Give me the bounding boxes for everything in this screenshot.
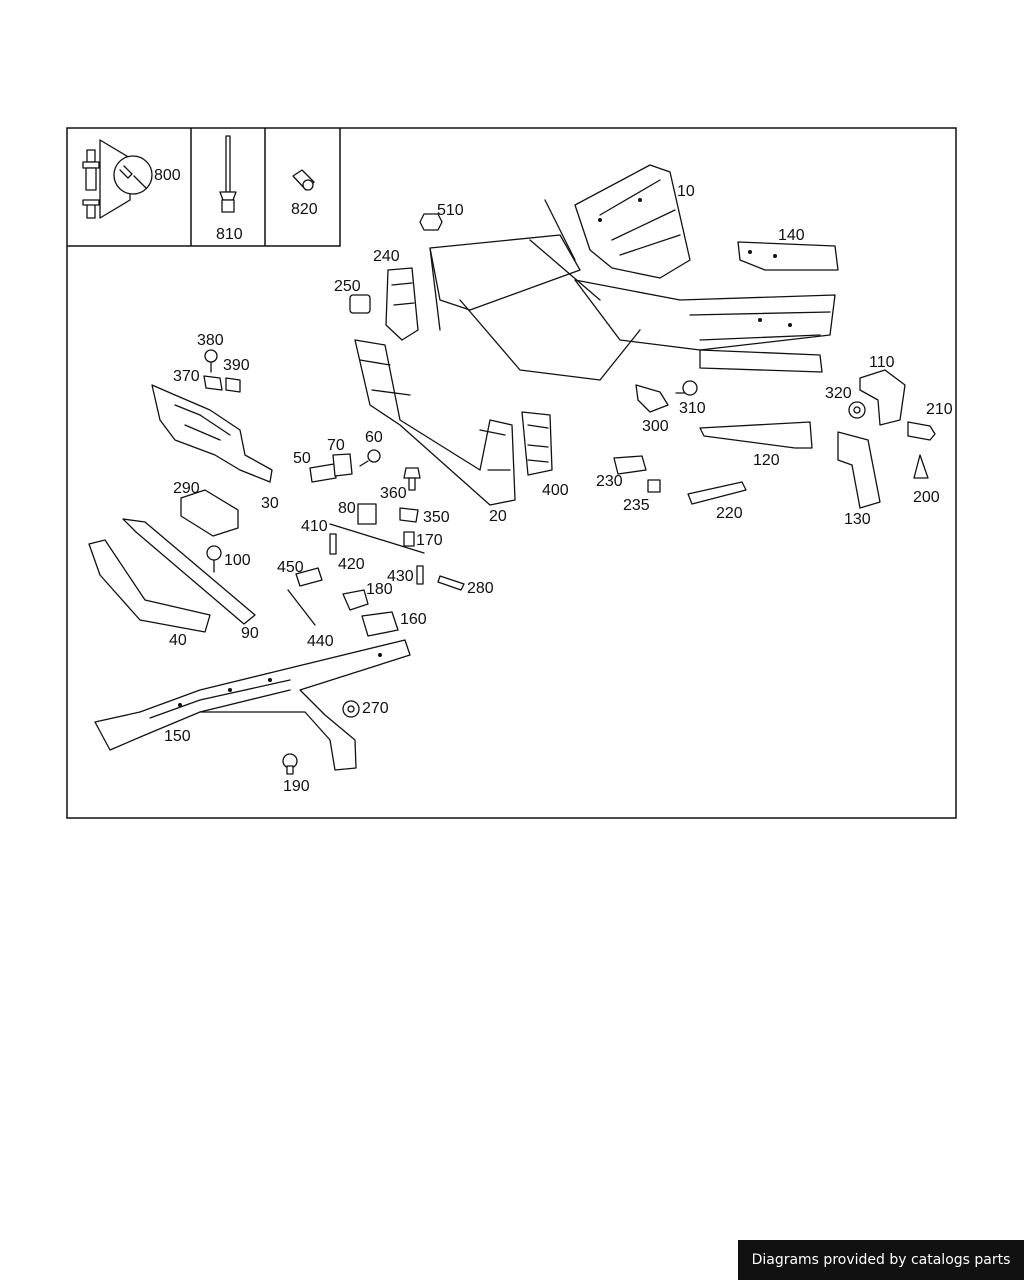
part-120-strip [699,421,813,449]
part-510-bolt [419,213,443,231]
part-250-bushing [349,294,371,314]
part-90-bar [122,518,256,625]
part-220-rail [687,481,747,505]
callout-400: 400 [542,482,569,499]
part-800-bolts-wrench [82,139,153,219]
part-280-strip [437,575,465,591]
callout-60: 60 [365,429,383,446]
callout-240: 240 [373,248,400,265]
callout-180: 180 [366,581,393,598]
callout-90: 90 [241,625,259,642]
callout-440: 440 [307,633,334,650]
callout-420: 420 [338,556,365,573]
part-10-main-frame [429,164,836,381]
callout-250: 250 [334,278,361,295]
credit-banner: Diagrams provided by catalogs parts [738,1240,1024,1280]
callout-80: 80 [338,500,356,517]
part-190-bolt [282,753,298,775]
callout-280: 280 [467,580,494,597]
callout-labels: 10 20 30 40 50 60 70 80 90 100 110 120 1… [154,167,953,795]
part-350-clip [399,507,419,523]
part-420-bolt [329,533,337,555]
callout-110: 110 [869,354,895,371]
part-30-crossmember [151,384,273,483]
callout-70: 70 [327,437,345,454]
callout-10: 10 [677,183,695,200]
part-235-clip [647,479,661,493]
part-210-bolt [907,421,936,441]
callout-360: 360 [380,485,407,502]
part-810-long-bolt [219,135,237,213]
inset-boxes [67,128,341,247]
part-230-clip [613,455,647,475]
part-380-clip [204,349,218,373]
part-40-bar [88,539,211,633]
callout-210: 210 [926,401,953,418]
part-390-clip [225,377,241,393]
part-150-axle-member [94,639,411,771]
callout-800: 800 [154,167,181,184]
callout-130: 130 [844,511,871,528]
callout-450: 450 [277,559,304,576]
part-320-nut [848,401,866,419]
callout-50: 50 [293,450,311,467]
part-170-clip [403,531,415,547]
part-370-clip [203,375,223,391]
part-200-wedge [913,454,929,479]
callout-160: 160 [400,611,427,628]
callout-290: 290 [173,480,200,497]
callout-220: 220 [716,505,743,522]
part-310-bolt [675,380,698,396]
callout-30: 30 [261,495,279,512]
part-360-bolt [403,467,421,491]
callout-235: 235 [623,497,650,514]
callout-170: 170 [416,532,443,549]
part-20-radiator-support [354,339,516,506]
part-430-bolt [416,565,424,585]
callout-430: 430 [387,568,414,585]
part-400-bracket [521,411,553,476]
part-410-rod [329,523,425,554]
callout-20: 20 [489,508,507,525]
callout-270: 270 [362,700,389,717]
part-450-fastener [295,567,323,587]
callout-510: 510 [437,202,464,219]
callout-120: 120 [753,452,780,469]
callout-820: 820 [291,201,318,218]
part-60-bolt [359,449,381,467]
part-440-rod [287,589,316,626]
callout-410: 410 [301,518,328,535]
part-270-nut [342,700,360,718]
part-290-block [180,489,239,537]
callout-150: 150 [164,728,191,745]
diagram-frame [66,127,957,819]
callout-380: 380 [197,332,224,349]
part-100-clip [206,545,222,573]
callout-310: 310 [679,400,706,417]
part-80-bracket [357,503,377,525]
callout-390: 390 [223,357,250,374]
callout-200: 200 [913,489,940,506]
callout-230: 230 [596,473,623,490]
callout-350: 350 [423,509,450,526]
callout-320: 320 [825,385,852,402]
part-160-clip [361,611,399,637]
part-240-bracket [385,267,419,341]
callout-140: 140 [778,227,805,244]
callout-810: 810 [216,226,243,243]
part-130-panel [837,431,881,509]
callout-40: 40 [169,632,187,649]
part-180-fastener [342,589,369,611]
callout-190: 190 [283,778,310,795]
part-50-plate [309,463,337,483]
callout-370: 370 [173,368,200,385]
part-110-bracket [859,369,906,426]
callout-100: 100 [224,552,251,569]
callout-300: 300 [642,418,669,435]
part-820-bushing [292,169,315,191]
part-300-bracket [635,384,669,413]
part-140-member [737,241,839,271]
part-70-bracket [332,453,353,477]
